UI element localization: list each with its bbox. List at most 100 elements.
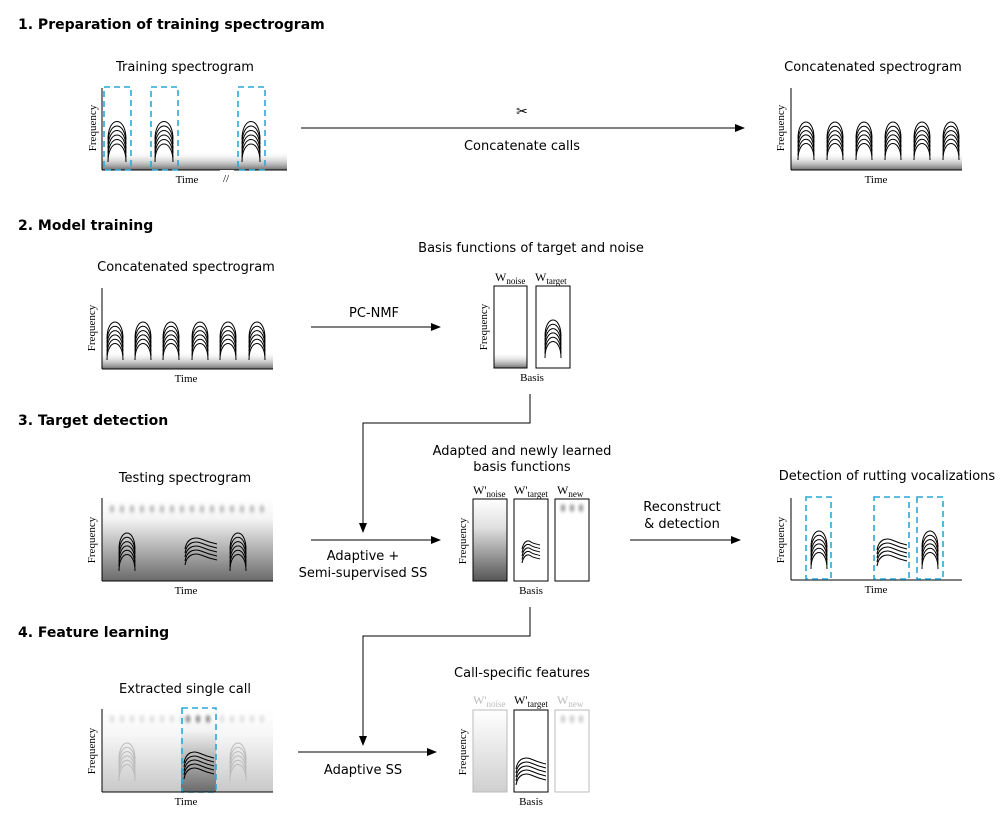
- w-new-label: Wnew: [557, 693, 584, 709]
- call-harmonics-group: [544, 319, 562, 359]
- frequency-axis-label: Frequency: [86, 304, 98, 351]
- call-harmonics: [229, 532, 247, 572]
- detected-call-box: [916, 496, 944, 580]
- noise-dots-group: [109, 715, 265, 723]
- extracted-call-title: Extracted single call: [119, 682, 251, 697]
- frequency-axis-label: Frequency: [87, 104, 99, 151]
- testing-spectrogram-title: Testing spectrogram: [118, 471, 251, 486]
- time-axis-label: Time: [865, 584, 888, 596]
- adapted-basis-functions: Adapted and newly learned basis function…: [433, 444, 612, 597]
- noise-dots: [185, 715, 211, 723]
- call-harmonics-group: [118, 742, 247, 782]
- call-harmonics: [241, 121, 261, 163]
- semi-supervised-label: Semi-supervised SS: [299, 566, 428, 581]
- call-harmonics: [876, 538, 908, 567]
- call-harmonics-group: [797, 121, 960, 161]
- noise-dots: [560, 504, 584, 512]
- time-axis-label: Time: [865, 174, 888, 186]
- call-specific-features-title: Call-specific features: [454, 666, 590, 681]
- call-harmonics: [184, 537, 218, 566]
- noise-dots: [560, 715, 584, 723]
- section-title-1: 1. Preparation of training spectrogram: [18, 17, 325, 33]
- frequency-axis-label: Frequency: [478, 303, 490, 350]
- w-new-label: Wnew: [557, 483, 584, 499]
- testing-spectrogram: Testing spectrogram Time Frequency: [86, 471, 273, 597]
- call-harmonics-group: [118, 532, 247, 572]
- adaptive-ss-label: Adaptive SS: [324, 763, 402, 778]
- call-harmonics: [106, 321, 124, 361]
- w-new-basis: [554, 709, 590, 793]
- w-target-basis: [513, 498, 549, 582]
- call-selection-box: [237, 86, 266, 171]
- noise-dots: [109, 505, 265, 513]
- training-spectrogram-title: Training spectrogram: [115, 60, 254, 75]
- call-selection-box: [150, 86, 179, 171]
- training-spectrogram: Training spectrogram // Time Frequency: [87, 60, 287, 186]
- call-harmonics: [855, 121, 873, 161]
- time-axis-label: Time: [175, 585, 198, 597]
- basis-functions-trained: Basis functions of target and noise Wnoi…: [418, 241, 644, 384]
- call-harmonics: [248, 321, 266, 361]
- connector-arrow: [359, 607, 531, 746]
- call-harmonics: [797, 121, 815, 161]
- detection-label: & detection: [644, 517, 720, 532]
- time-axis-label: Time: [175, 796, 198, 808]
- w-noise-basis: [472, 498, 508, 582]
- call-harmonics: [134, 321, 152, 361]
- connector-arrow: [359, 394, 531, 533]
- call-harmonics: [942, 121, 960, 161]
- frequency-axis-label: Frequency: [86, 727, 98, 774]
- call-harmonics-group: [106, 321, 266, 361]
- adapted-basis-title-line1: Adapted and newly learned: [433, 444, 612, 459]
- call-harmonics: [162, 321, 180, 361]
- call-harmonics: [229, 742, 247, 782]
- adaptive-ss-arrow: Adaptive SS: [298, 748, 437, 778]
- call-harmonics: [154, 121, 174, 163]
- call-harmonics: [884, 121, 902, 161]
- basis-axis-label: Basis: [519, 796, 543, 808]
- concatenated-spectrogram-title: Concatenated spectrogram: [784, 60, 962, 75]
- call-harmonics: [118, 742, 136, 782]
- call-specific-features: Call-specific features W'noise W'target …: [454, 666, 590, 808]
- adaptive-label: Adaptive +: [327, 549, 400, 564]
- call-harmonics: [544, 319, 562, 359]
- w-new-basis: [554, 498, 590, 582]
- concatenate-label: Concatenate calls: [464, 139, 580, 154]
- frequency-axis-label: Frequency: [457, 517, 469, 564]
- frequency-axis-label: Frequency: [86, 516, 98, 563]
- call-harmonics-group: [107, 121, 261, 163]
- pcnmf-arrow: PC-NMF: [311, 306, 441, 331]
- w-noise-basis: [493, 285, 528, 369]
- axis-break-mark: //: [223, 173, 230, 185]
- pcnmf-label: PC-NMF: [349, 306, 399, 321]
- scissors-icon: ✂: [516, 104, 528, 120]
- call-harmonics: [810, 530, 828, 570]
- frequency-axis-label: Frequency: [775, 516, 787, 563]
- noise-dots: [109, 715, 265, 723]
- basis-content-group: [521, 504, 584, 564]
- call-harmonics: [921, 530, 939, 570]
- noise-dots-group: [109, 505, 265, 513]
- extracted-spectrogram: Extracted single call Time Frequency: [86, 682, 273, 808]
- reconstruct-arrow: Reconstruct & detection: [630, 500, 741, 544]
- call-harmonics: [183, 751, 215, 780]
- call-harmonics: [521, 540, 541, 564]
- call-harmonics: [913, 121, 931, 161]
- basis-axis-label: Basis: [519, 585, 543, 597]
- concatenate-arrow: ✂ Concatenate calls: [301, 104, 745, 154]
- detected-call-box: [805, 496, 832, 580]
- basis-axis-label: Basis: [520, 372, 544, 384]
- w-noise-basis: [472, 709, 508, 793]
- concatenated-spectrogram-2: Concatenated spectrogram Time Frequency: [86, 260, 275, 385]
- call-harmonics: [219, 321, 237, 361]
- frequency-axis-label: Frequency: [457, 728, 469, 775]
- w-noise-label: W'noise: [473, 483, 506, 499]
- w-target-label: W'target: [514, 483, 548, 499]
- w-target-basis: [535, 285, 571, 369]
- detected-call-box: [873, 496, 910, 580]
- frequency-axis-label: Frequency: [775, 104, 787, 151]
- section-title-4: 4. Feature learning: [18, 625, 169, 641]
- w-target-label: W'target: [514, 693, 548, 709]
- call-harmonics: [118, 532, 136, 572]
- call-harmonics: [107, 121, 127, 163]
